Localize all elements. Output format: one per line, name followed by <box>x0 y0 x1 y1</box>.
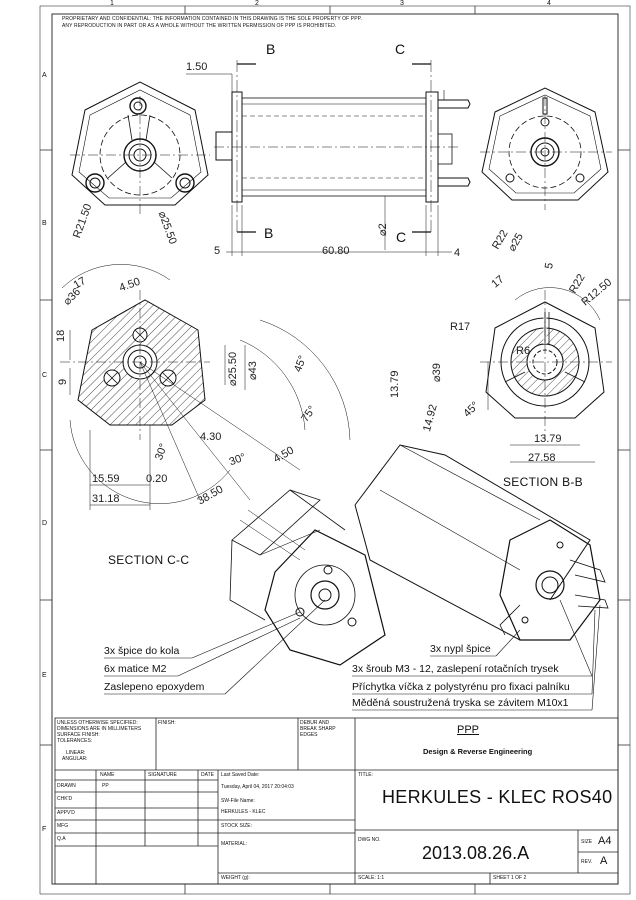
zone-col-3: 3 <box>400 0 404 7</box>
tb-material: MATERIAL: <box>221 841 248 847</box>
tb-company-sub: Design & Reverse Engineering <box>423 747 533 756</box>
tb-scale: SCALE: 1:1 <box>358 875 385 881</box>
tb-sw-file-label: SW-File Name: <box>221 798 255 804</box>
zone-row-c: C <box>42 372 48 379</box>
sheet-frame <box>39 5 631 895</box>
tb-unless-1: UNLESS OTHERWISE SPECIFIED: <box>57 720 138 726</box>
tb-company: PPP <box>457 724 480 736</box>
dim-phi2: ⌀2 <box>377 223 389 236</box>
callout-nypl-spice: 3x nypl špice <box>430 643 491 655</box>
side-view <box>186 60 471 256</box>
callout-prichytka: Příchytka víčka z polystyrénu pro fixaci… <box>352 681 570 693</box>
section-bb-view <box>480 287 612 463</box>
section-mark-c-top: C <box>395 41 406 57</box>
tb-rev-label: REV. <box>581 859 593 865</box>
tb-dwg-label: DWG NO. <box>358 837 381 843</box>
tb-deburr-3: EDGES <box>300 732 318 738</box>
tb-size-label: SIZE <box>581 839 593 845</box>
zone-row-d: D <box>42 520 48 527</box>
dim-9: 9 <box>57 378 69 385</box>
tb-deburr-1: DEBUR AND <box>300 720 330 726</box>
callout-leaders <box>104 599 601 711</box>
tb-row-chkd: CHK'D <box>57 796 73 802</box>
dim-r6: R6 <box>516 345 531 357</box>
tb-unless-2: DIMENSIONS ARE IN MILLIMETERS <box>57 726 142 732</box>
tb-last-saved-value: Tuesday, April 04, 2017 20:04:03 <box>221 784 294 790</box>
dim-31-18: 31.18 <box>92 493 120 505</box>
dim-4: 4 <box>454 247 461 259</box>
tb-stock-size: STOCK SIZE: <box>221 823 253 829</box>
dim-13-79-horizontal: 13.79 <box>534 433 562 445</box>
dim-60-80: 60.80 <box>322 245 350 257</box>
zone-row-f: F <box>42 826 47 833</box>
tb-row-appvd: APPV'D <box>57 810 75 816</box>
dim-0-20: 0.20 <box>146 473 168 485</box>
zone-col-4: 4 <box>547 0 551 7</box>
tb-unless-5: LINEAR: <box>66 750 86 756</box>
section-bb-label: SECTION B-B <box>503 475 583 489</box>
section-cc-view <box>60 264 351 510</box>
tb-drawn-name: PP <box>102 783 109 789</box>
zone-col-1: 1 <box>110 0 114 7</box>
tb-unless-4: TOLERANCES: <box>57 738 93 744</box>
tb-unless-3: SURFACE FINISH: <box>57 732 100 738</box>
tb-finish: FINISH: <box>158 720 176 726</box>
dim-r17: R17 <box>450 321 471 333</box>
dim-5: 5 <box>214 245 221 257</box>
tb-title: HERKULES - KLEC ROS40 <box>382 787 613 807</box>
dim-18: 18 <box>55 329 67 342</box>
section-cc-label: SECTION C-C <box>108 553 190 567</box>
dim-phi39: ⌀39 <box>431 363 443 382</box>
right-end-view <box>480 87 612 210</box>
tb-sw-file-value: HERKULES - KLEC <box>221 809 266 815</box>
tb-last-saved-label: Last Saved Date: <box>221 772 260 778</box>
tb-deburr-2: BREAK SHARP <box>300 726 336 732</box>
callout-sroub: 3x šroub M3 - 12, zaslepení rotačních tr… <box>352 663 559 675</box>
callout-zaslepeno: Zaslepeno epoxydem <box>104 681 205 693</box>
tb-col-date: DATE <box>201 772 214 778</box>
title-block-grid <box>54 717 619 885</box>
dim-phi25-50-section: ⌀25.50 <box>227 351 239 386</box>
dim-27-58: 27.58 <box>528 452 556 464</box>
tb-unless-6: ANGULAR: <box>62 756 88 762</box>
tb-dwg-no: 2013.08.26.A <box>422 843 530 863</box>
tb-title-label: TITLE: <box>358 772 374 778</box>
dim-13-79-vertical: 13.79 <box>389 370 401 398</box>
tb-sheet: SHEET 1 OF 2 <box>493 875 527 881</box>
callout-matice: 6x matice M2 <box>104 663 167 675</box>
section-mark-b-bottom: B <box>264 225 274 241</box>
tb-col-name: NAME <box>100 772 115 778</box>
isometric-view-right <box>354 444 609 641</box>
zone-row-e: E <box>42 672 47 679</box>
zone-row-b: B <box>42 220 47 227</box>
tb-row-qa: Q.A <box>57 836 66 842</box>
confidential-notice-line2: ANY REPRODUCTION IN PART OR AS A WHOLE W… <box>62 23 337 29</box>
dim-15-59: 15.59 <box>92 473 120 485</box>
section-mark-b-top: B <box>266 41 276 57</box>
tb-row-drawn: DRAWN <box>57 783 76 789</box>
tb-row-mfg: MFG <box>57 823 69 829</box>
tb-col-signature: SIGNATURE <box>148 772 177 778</box>
callout-spice-do-kola: 3x špice do kola <box>104 645 180 657</box>
dim-phi43: ⌀43 <box>247 361 259 380</box>
callout-tryska: Měděná soustružená tryska se závitem M10… <box>352 697 569 709</box>
dim-1-50: 1.50 <box>186 61 208 73</box>
tb-rev: A <box>600 855 608 867</box>
zone-row-a: A <box>42 72 47 79</box>
left-end-view <box>70 81 210 214</box>
dim-4-30: 4.30 <box>200 431 222 443</box>
tb-size: A4 <box>598 835 612 847</box>
isometric-view-left <box>229 489 386 666</box>
tb-weight: WEIGHT (g): <box>221 875 250 881</box>
section-mark-c-bottom: C <box>396 229 407 245</box>
confidential-notice-line1: PROPRIETARY AND CONFIDENTIAL: THE INFORM… <box>62 16 362 22</box>
zone-col-2: 2 <box>255 0 259 7</box>
